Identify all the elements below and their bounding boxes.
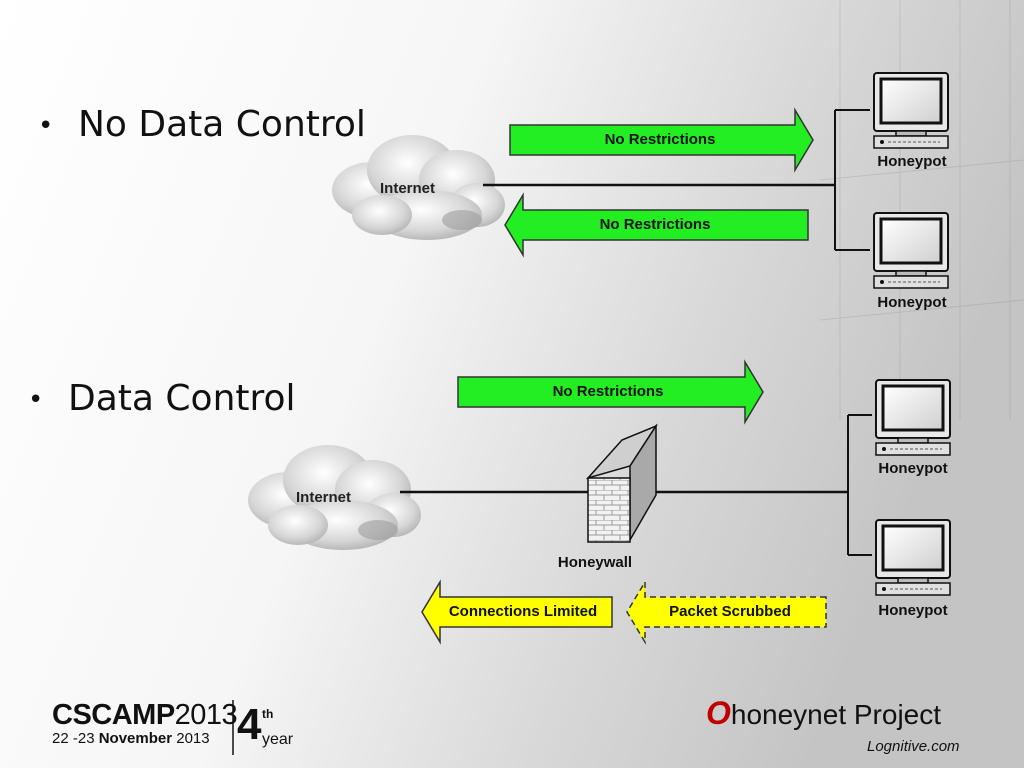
bullet-no-data-control: •No Data Control: [38, 104, 366, 145]
arrow-connections-limited: [421, 579, 613, 645]
edition-badge: 4 th year: [237, 700, 293, 749]
honeypot-computer-icon: [872, 211, 950, 290]
arrow-label-out-top: No Restrictions: [604, 131, 716, 148]
arrow-label-connections-limited: Connections Limited: [448, 603, 598, 620]
arrow-label-in-top: No Restrictions: [599, 216, 711, 233]
arrow-label-out-bottom: No Restrictions: [552, 383, 664, 400]
credit-text: Lognitive.com: [867, 738, 960, 755]
honeypot-label: Honeypot: [878, 460, 948, 477]
edition-suffix: th: [262, 707, 274, 721]
dates-year: 2013: [172, 730, 210, 747]
arrow-no-restrictions-out-top: [509, 107, 814, 173]
branch-top: [834, 109, 870, 251]
arrow-no-restrictions-out-bottom: [457, 359, 764, 425]
internet-label-bottom: Internet: [296, 489, 352, 506]
cscamp-year: 2013: [174, 699, 238, 731]
firewall-icon: [585, 423, 658, 543]
bullet-text: No Data Control: [78, 104, 366, 145]
arrow-no-restrictions-in-top: [504, 192, 809, 258]
cscamp-name: CSCAMP: [52, 699, 175, 731]
honeypot-computer-icon: [874, 518, 952, 597]
arrow-packet-scrubbed: [626, 579, 827, 645]
honeynet-project-name: honeynet Project: [730, 699, 942, 730]
cscamp-logo: CSCAMP2013 22 -23 November 2013: [52, 699, 238, 747]
bullet-data-control: •Data Control: [28, 378, 296, 419]
branch-bottom: [847, 414, 872, 556]
honeynet-o-logo: O: [706, 695, 731, 731]
honeypot-label: Honeypot: [877, 294, 947, 311]
internet-label-top: Internet: [380, 180, 436, 197]
edition-number: 4: [237, 700, 262, 749]
honeypot-computer-icon: [874, 378, 952, 457]
honeypot-label: Honeypot: [877, 153, 947, 170]
honeypot-label: Honeypot: [878, 602, 948, 619]
arrow-label-packet-scrubbed: Packet Scrubbed: [669, 603, 791, 620]
dates-month: November: [98, 730, 173, 747]
edition-word: year: [262, 731, 294, 748]
honeywall-label: Honeywall: [557, 554, 633, 571]
honeypot-computer-icon: [872, 71, 950, 150]
dates-prefix: 22 -23: [52, 730, 99, 747]
bullet-text: Data Control: [68, 378, 296, 419]
honeynet-project-title: Ohoneynet Project: [706, 695, 941, 732]
